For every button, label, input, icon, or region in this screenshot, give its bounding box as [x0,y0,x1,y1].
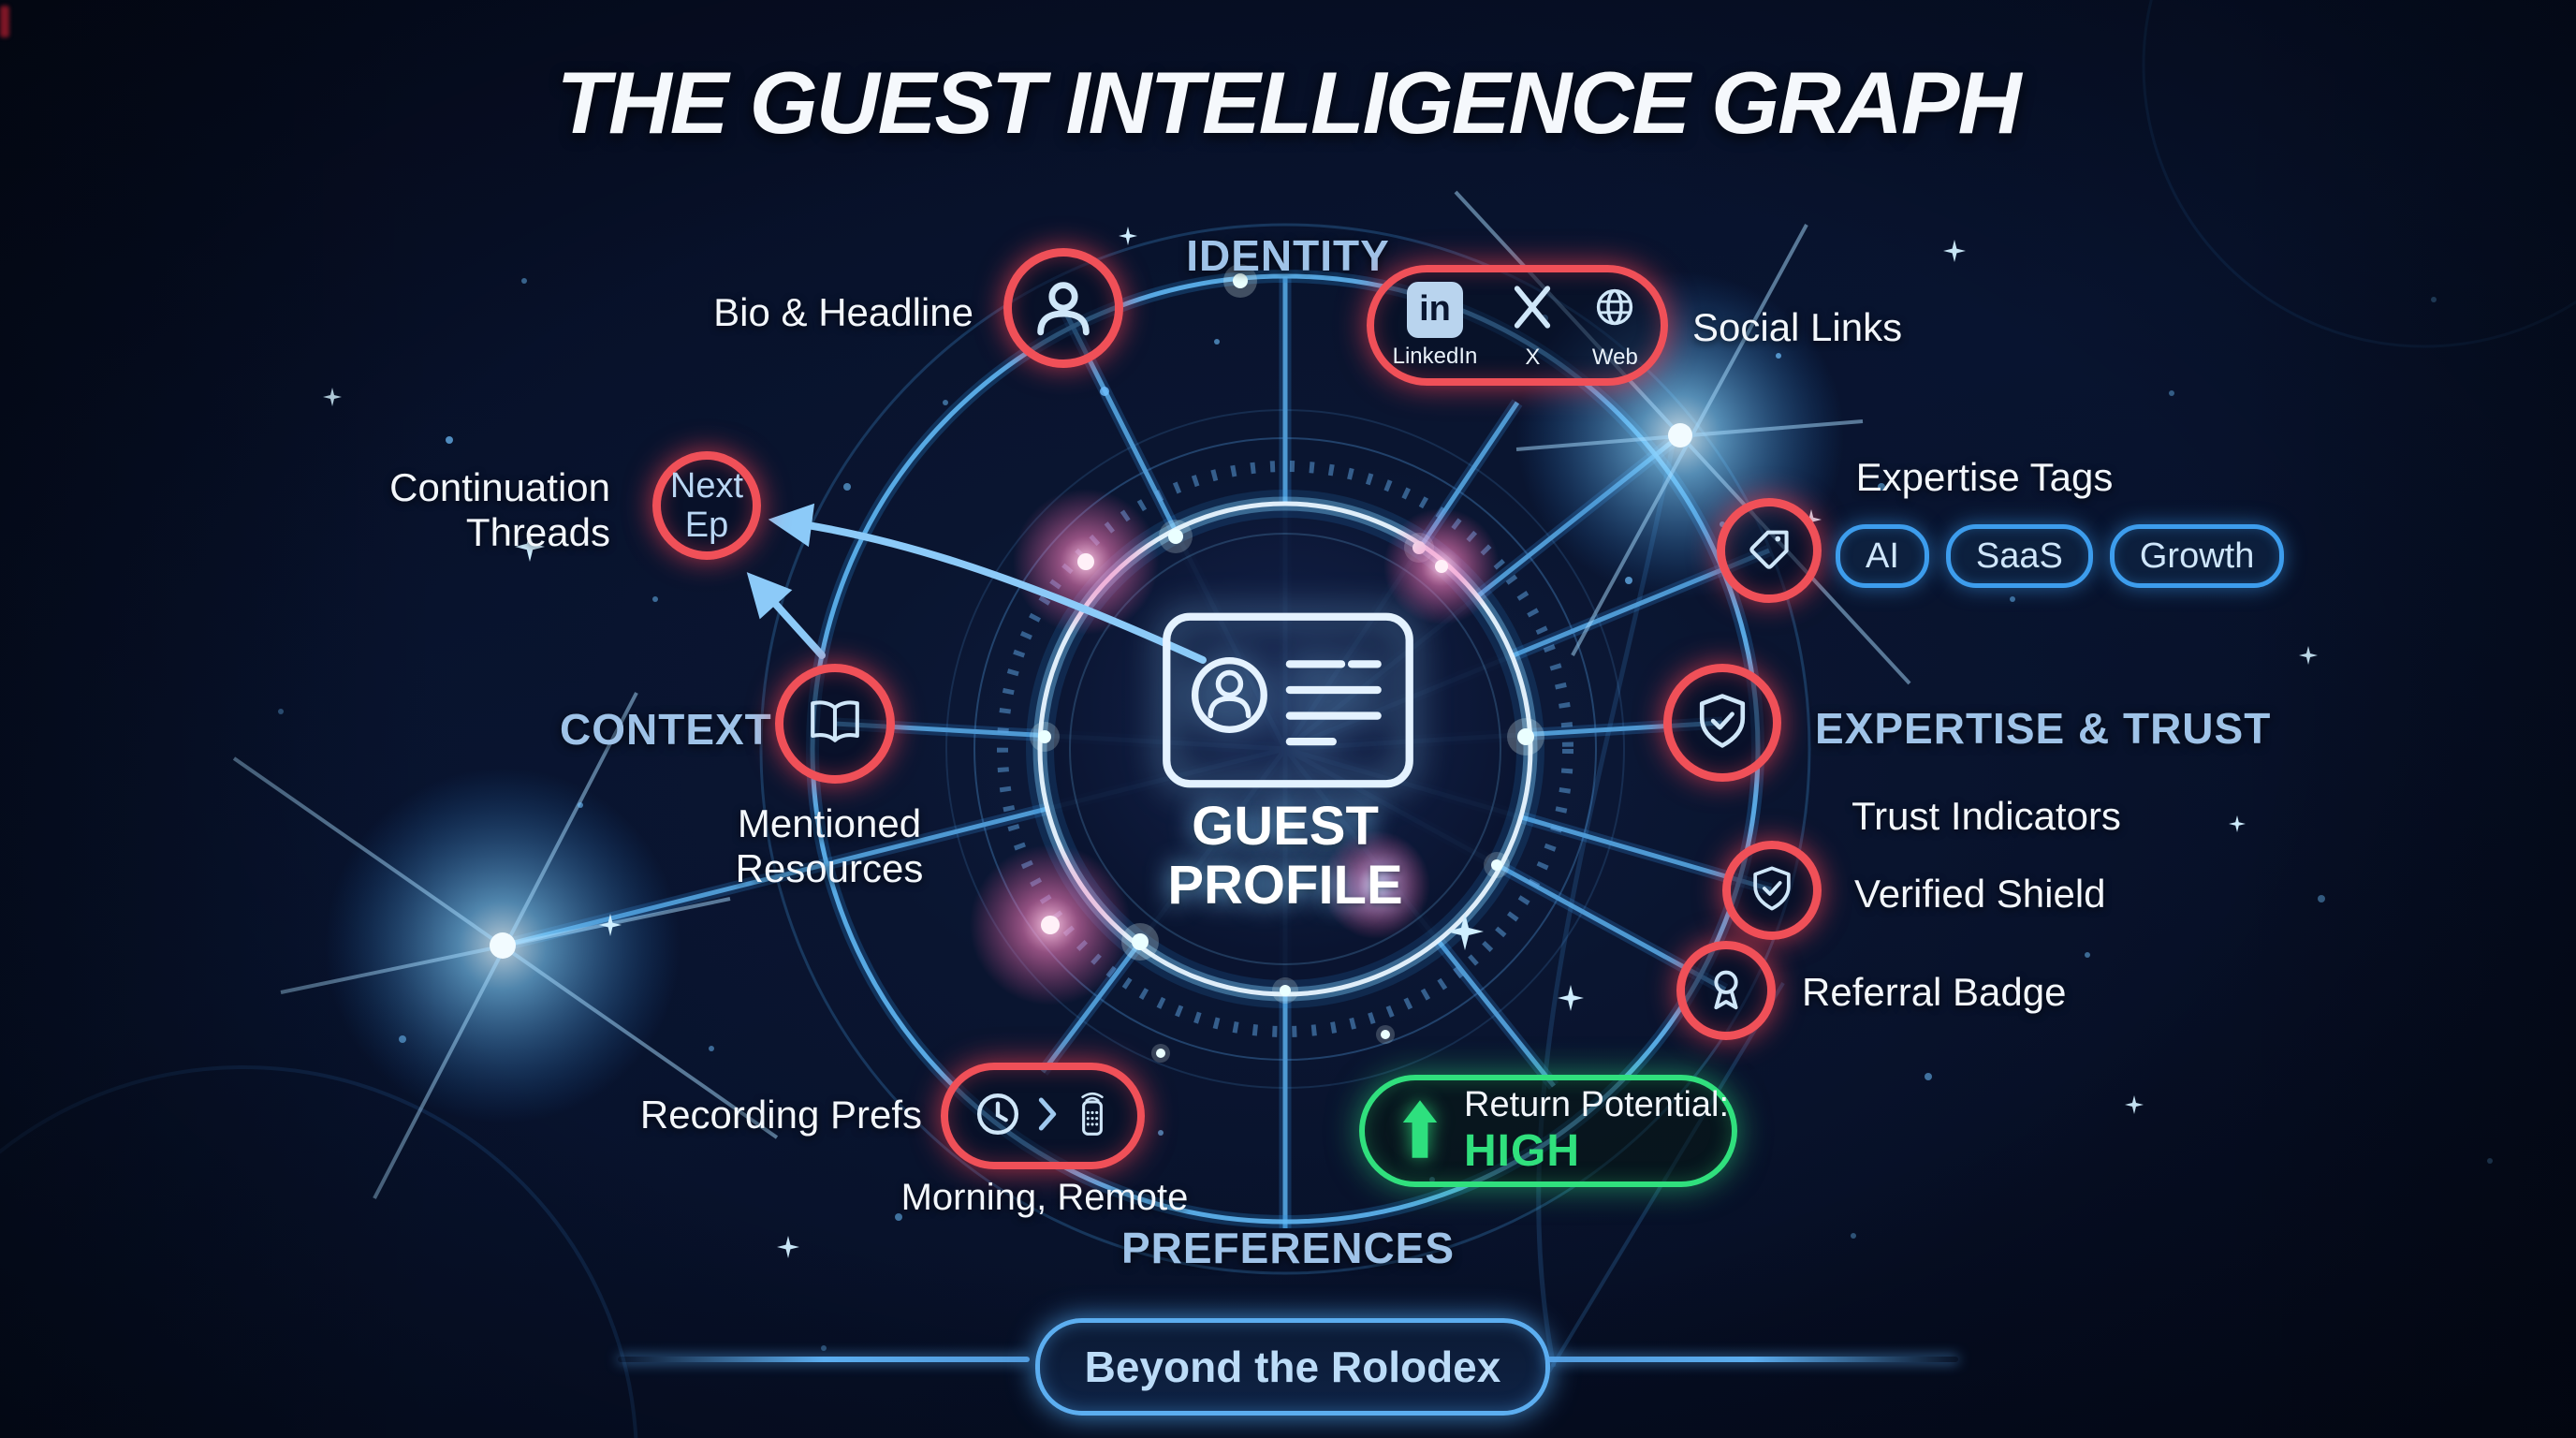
footer-tagline: Beyond the Rolodex [1035,1318,1550,1416]
recording-prefs-node [941,1063,1145,1169]
expertise-tags-label: Expertise Tags [1855,455,2114,499]
center-node-title: GUEST PROFILE [1098,796,1472,916]
particle-dots [278,278,2493,1351]
social-links-label: Social Links [1692,305,1903,349]
arrow-up-icon [1400,1091,1440,1172]
bio-headline-label: Bio & Headline [713,290,973,334]
continuation-arrows [746,503,1207,664]
pink-glow-spots [970,489,1500,1005]
center-title-line1: GUEST [1192,796,1379,857]
tag-pill-ai: AI [1836,524,1929,588]
remote-control-icon [1068,1085,1117,1148]
bio-headline-node [1003,248,1123,368]
expertise-tag-pills: AI SaaS Growth [1836,524,2285,588]
starburst-bottom-left [232,692,779,1199]
return-potential-label: Return Potential: [1464,1085,1730,1124]
shield-check-icon [1747,863,1797,918]
verified-shield-node [1722,841,1822,940]
return-potential-badge: Return Potential: HIGH [1359,1075,1737,1187]
chevron-right-icon [1038,1095,1057,1137]
open-book-icon [803,690,867,758]
expertise-tags-node [1717,498,1822,603]
corner-artifact [0,6,9,37]
return-potential-text: Return Potential: HIGH [1464,1085,1729,1177]
tag-icon [1742,521,1796,580]
next-episode-label: Next Ep [669,466,744,545]
section-context: CONTEXT [560,705,772,754]
ring-glow-dots [1030,264,1544,1063]
id-card-icon [1159,609,1417,797]
tag-pill-saas: SaaS [1945,524,2093,588]
clock-icon [969,1085,1027,1148]
section-identity: IDENTITY [1186,231,1390,280]
trust-indicators-label: Trust Indicators [1852,794,2121,838]
expertise-trust-node [1663,664,1781,782]
mentioned-resources-label: Mentioned Resources [735,801,924,890]
sparkle-stars [323,227,2318,1258]
footer-line-right [1546,1357,1958,1362]
return-potential-value: HIGH [1464,1126,1580,1176]
center-title-line2: PROFILE [1167,854,1403,916]
referral-badge-node [1676,941,1776,1040]
mentioned-resources-node [775,664,895,784]
award-badge-icon [1700,962,1752,1020]
globe-icon [1588,280,1642,339]
recording-prefs-value: Morning, Remote [900,1177,1189,1218]
continuation-threads-label: Continuation Threads [389,465,610,554]
section-preferences: PREFERENCES [1120,1224,1456,1272]
referral-badge-label: Referral Badge [1802,970,2067,1014]
verified-shield-label: Verified Shield [1854,872,2106,916]
social-links-node: in LinkedIn X Web [1367,265,1668,386]
linkedin-icon: in [1407,281,1463,338]
user-icon [1028,272,1099,344]
next-episode-node: Next Ep [652,451,761,560]
page-title: THE GUEST INTELLIGENCE GRAPH [556,53,2022,152]
social-link-linkedin: in LinkedIn [1393,281,1477,370]
tag-pill-growth: Growth [2109,524,2285,588]
shield-check-icon [1691,690,1753,756]
x-icon [1505,280,1559,339]
section-expertise-trust: EXPERTISE & TRUST [1815,704,2272,753]
footer-line-left [618,1357,1030,1362]
social-link-x: X [1505,280,1559,371]
recording-prefs-label: Recording Prefs [639,1093,922,1137]
social-link-web: Web [1588,280,1642,371]
